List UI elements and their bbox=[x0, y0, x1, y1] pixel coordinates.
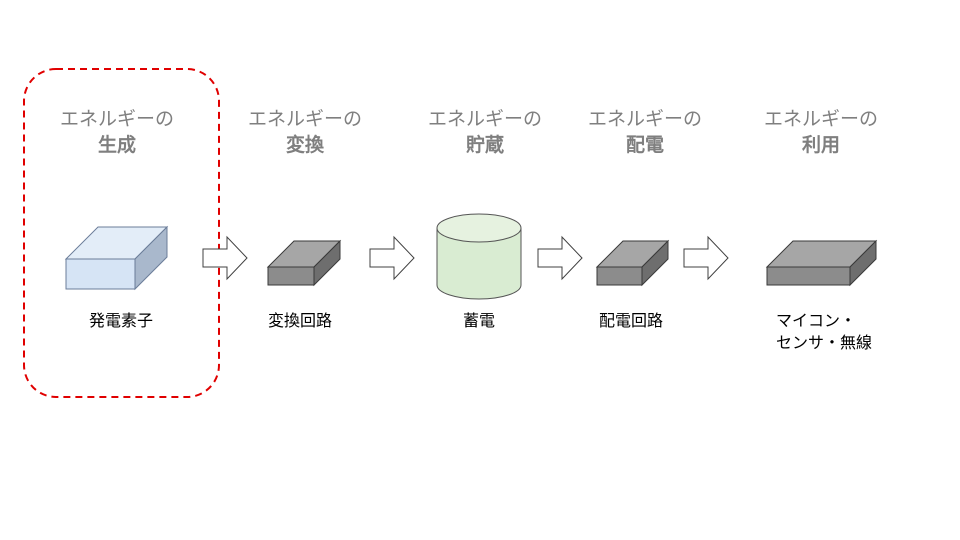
distribution-circuit-icon bbox=[595, 239, 670, 287]
stage-header-usage: エネルギーの 利用 bbox=[741, 106, 901, 158]
stage-header-line1: エネルギーの bbox=[59, 108, 174, 130]
stage-header-generation: エネルギーの 生成 bbox=[37, 106, 197, 158]
stage-header-line1: エネルギーの bbox=[247, 108, 362, 130]
arrow-icon bbox=[369, 235, 415, 281]
component-label-generator: 発電素子 bbox=[89, 311, 154, 330]
stage-header-line1: エネルギーの bbox=[587, 108, 702, 130]
stage-header-line2: 生成 bbox=[97, 134, 136, 156]
arrow-icon bbox=[683, 235, 729, 281]
component-label-converter: 変換回路 bbox=[268, 311, 333, 330]
stage-header-distribution: エネルギーの 配電 bbox=[565, 106, 725, 158]
component-label-devices: マイコン・ センサ・無線 bbox=[776, 310, 872, 354]
stage-header-line2: 配電 bbox=[625, 134, 664, 156]
highlight-box bbox=[23, 68, 220, 398]
battery-cylinder-icon bbox=[436, 213, 522, 300]
arrow-icon bbox=[202, 235, 248, 281]
stage-header-line1: エネルギーの bbox=[427, 108, 542, 130]
component-label-devices-line2: センサ・無線 bbox=[776, 333, 873, 352]
stage-header-conversion: エネルギーの 変換 bbox=[225, 106, 385, 158]
stage-header-line2: 変換 bbox=[285, 134, 324, 156]
stage-header-storage: エネルギーの 貯蔵 bbox=[405, 106, 565, 158]
arrow-icon bbox=[537, 235, 583, 281]
generator-element-icon bbox=[64, 225, 169, 291]
component-label-devices-line1: マイコン・ bbox=[776, 311, 857, 330]
component-label-battery: 蓄電 bbox=[463, 311, 496, 330]
stage-header-line2: 貯蔵 bbox=[465, 134, 504, 156]
stage-header-line1: エネルギーの bbox=[763, 108, 878, 130]
conversion-circuit-icon bbox=[266, 239, 342, 287]
component-label-distributor: 配電回路 bbox=[599, 311, 664, 330]
stage-header-line2: 利用 bbox=[801, 134, 840, 156]
device-board-icon bbox=[765, 239, 878, 287]
